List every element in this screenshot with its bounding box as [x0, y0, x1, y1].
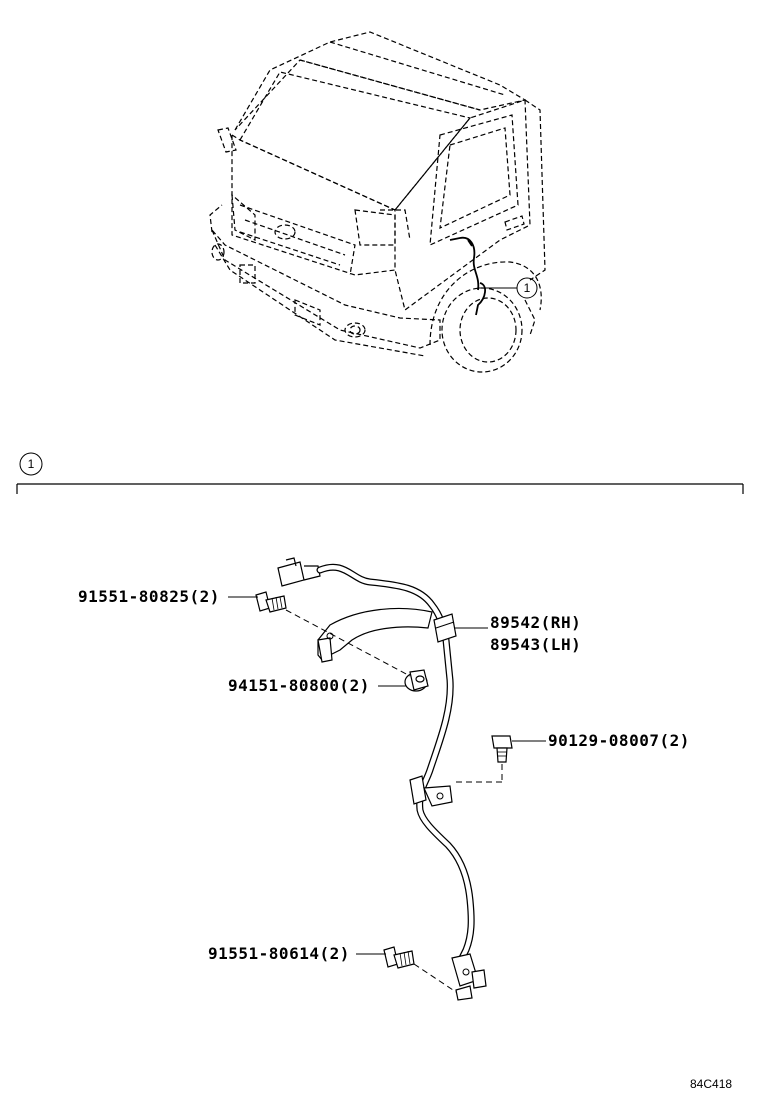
leader-lines: [228, 596, 546, 955]
truck-illustration: [209, 31, 546, 373]
bolt-vertical: [491, 735, 513, 763]
part-label-bolt-upper[interactable]: 91551-80825(2): [78, 588, 220, 606]
part-number: 89542: [490, 613, 541, 632]
part-qty: (LH): [540, 635, 582, 654]
part-number: 94151-80800: [228, 676, 340, 695]
part-label-flange-nut[interactable]: 94151-80800(2): [228, 677, 370, 695]
part-label-bolt-vertical[interactable]: 90129-08007(2): [548, 732, 690, 750]
flange-nut: [404, 669, 429, 692]
mid-clip: [409, 775, 427, 805]
bolt-upper: [255, 591, 287, 613]
harness-connector: [277, 561, 305, 587]
truck-sensor-wire: [449, 236, 486, 316]
part-qty: (2): [339, 676, 370, 695]
section-header: [16, 452, 744, 494]
part-label-sensor-lh[interactable]: 89543(LH): [490, 636, 581, 654]
part-qty: (RH): [540, 613, 582, 632]
truck-callout-number: 1: [523, 281, 531, 295]
part-number: 91551-80614: [208, 944, 320, 963]
part-number: 89543: [490, 635, 541, 654]
illustration-code: 84C418: [690, 1077, 733, 1091]
part-number: 90129-08007: [548, 731, 660, 750]
assembly-lines: [285, 609, 503, 993]
part-number: 91551-80825: [78, 587, 190, 606]
part-qty: (2): [319, 944, 350, 963]
section-callout-number: 1: [27, 457, 35, 471]
part-label-bolt-lower[interactable]: 91551-80614(2): [208, 945, 350, 963]
part-label-sensor-rh[interactable]: 89542(RH): [490, 614, 581, 632]
part-qty: (2): [659, 731, 690, 750]
upper-bracket: [317, 607, 433, 661]
truck-callout-leader: [478, 277, 538, 299]
bolt-lower: [383, 946, 415, 969]
part-qty: (2): [189, 587, 220, 606]
sensor-harness: [277, 557, 487, 1001]
